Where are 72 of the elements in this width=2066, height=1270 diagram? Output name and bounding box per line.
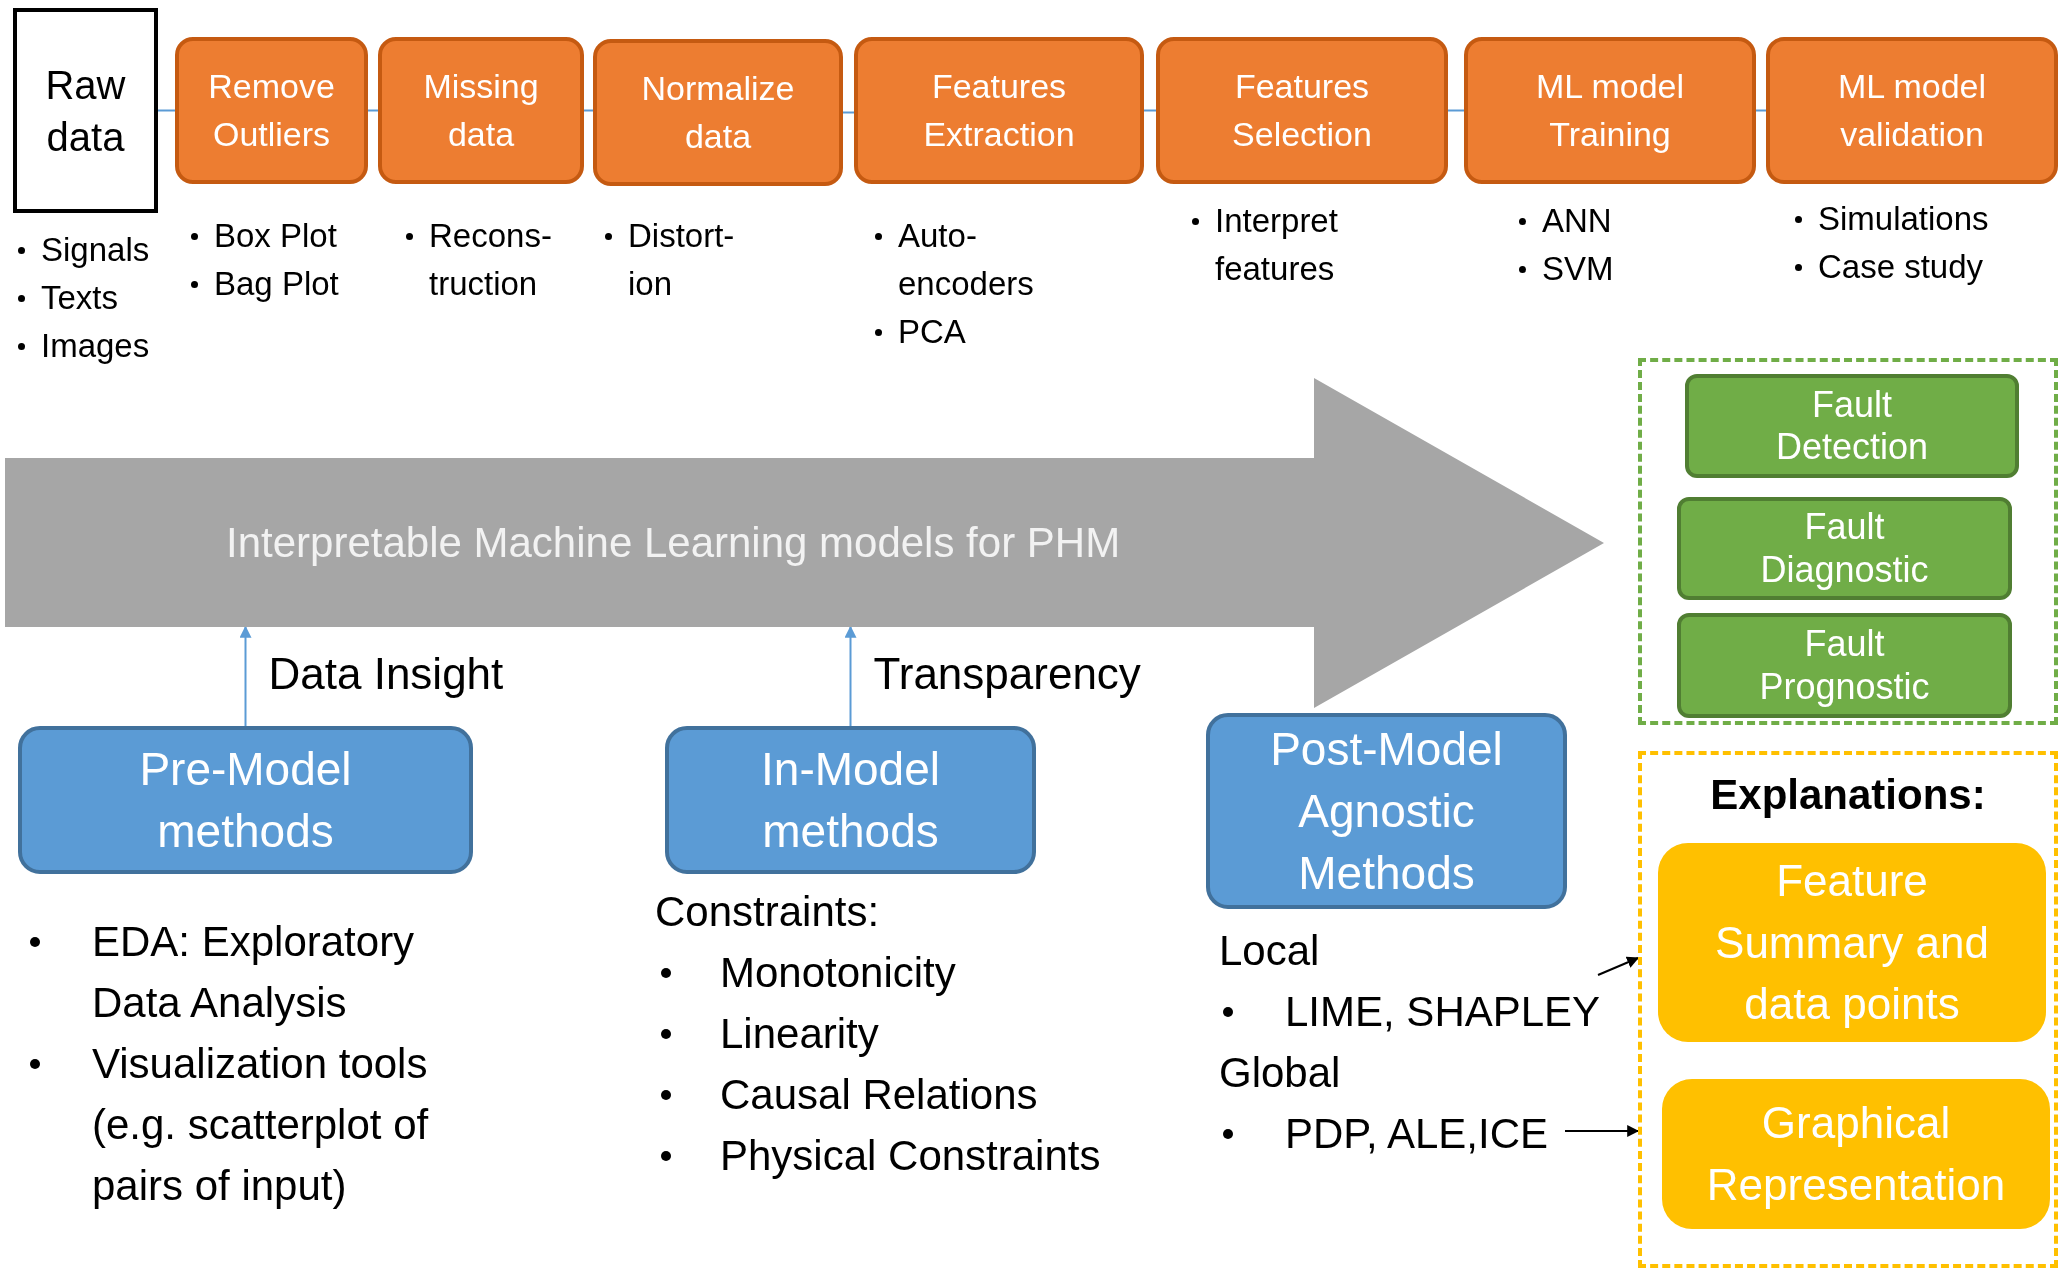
connector-line: [1447, 109, 1465, 112]
box-label: ML model validation: [1837, 65, 1987, 155]
list-item-text: Signals: [41, 230, 150, 270]
list-item-text: Linearity: [720, 1009, 879, 1059]
list-heading: Global: [1219, 1048, 1341, 1098]
process-box: [854, 37, 1144, 184]
box-label: Missing data: [422, 65, 540, 155]
connector-line: [842, 111, 855, 114]
connector-line: [157, 109, 176, 112]
group-heading: Explanations:: [1710, 770, 1986, 820]
box-label: Feature Summary and data points: [1714, 855, 1990, 1031]
arrow: [844, 625, 857, 727]
list-item-text: Box Plot: [214, 216, 337, 256]
list-item-text: PDP, ALE,ICE: [1285, 1109, 1549, 1159]
list-item-text: Physical Constraints: [720, 1131, 1101, 1181]
outcome-box: [1677, 613, 2012, 718]
list-item-text: Simulations: [1818, 199, 1989, 239]
list-item-text: PCA: [898, 312, 966, 352]
list-item-text: Bag Plot: [214, 264, 339, 304]
list-item-text: SVM: [1542, 249, 1614, 289]
method-box: [1206, 713, 1567, 909]
box-label: Fault Detection: [1774, 383, 1930, 469]
list-heading: Constraints:: [655, 887, 880, 937]
arrow: [1597, 956, 1640, 976]
box-label: Raw data: [44, 61, 127, 161]
box-label: Pre-Model methods: [138, 741, 353, 859]
list-item-text: LIME, SHAPLEY: [1285, 987, 1601, 1037]
banner-text: Interpretable Machine Learning models for PHM: [226, 518, 1121, 568]
box-label: Fault Prognostic: [1758, 623, 1931, 708]
connector-line: [1755, 109, 1767, 112]
list-item-text: Visualization tools (e.g. scatterplot of pairs of input): [92, 1039, 430, 1211]
list-item-text: EDA: Exploratory Data Analysis: [92, 917, 416, 1028]
process-box: [1766, 37, 2058, 184]
list-item-text: Texts: [41, 278, 119, 318]
outcome-box: [1677, 497, 2012, 600]
list-item-text: Interpret features: [1215, 201, 1339, 289]
process-box: [175, 37, 368, 184]
connector-line: [583, 109, 594, 112]
arrow: [239, 625, 252, 727]
list-item-text: Distort- ion: [628, 216, 736, 304]
process-box: [1464, 37, 1756, 184]
box-label: In-Model methods: [760, 741, 941, 859]
list-item-text: Images: [41, 326, 150, 366]
dashed-group-box: [1638, 751, 2058, 1268]
list-item-text: Recons- truction: [429, 216, 553, 304]
list-item-text: ANN: [1542, 201, 1612, 241]
box-label: Post-Model Agnostic Methods: [1269, 721, 1504, 902]
method-box: [665, 726, 1036, 874]
box-label: Features Selection: [1231, 65, 1373, 155]
dashed-group-box: [1638, 358, 2058, 725]
process-box: [1156, 37, 1448, 184]
box-label: Remove Outliers: [208, 65, 335, 155]
process-box: [593, 39, 843, 186]
box-label: ML model Training: [1535, 65, 1685, 155]
box-label: Features Extraction: [922, 65, 1076, 155]
box-label: Fault Diagnostic: [1759, 506, 1930, 591]
outcome-box: [1685, 374, 2019, 478]
box-label: Graphical Representation: [1706, 1097, 2006, 1211]
connector-line: [367, 109, 379, 112]
connector-line: [1143, 109, 1157, 112]
list-item-text: Case study: [1818, 247, 1984, 287]
list-heading: Local: [1219, 926, 1320, 976]
explanation-box: [1662, 1079, 2050, 1229]
explanation-box: [1658, 843, 2046, 1042]
list-item-text: Monotonicity: [720, 948, 956, 998]
list-item-text: Causal Relations: [720, 1070, 1038, 1120]
method-box: [18, 726, 473, 874]
list-item-text: Auto- encoders: [898, 216, 1035, 304]
box-label: Normalize data: [640, 67, 796, 157]
process-box: [378, 37, 584, 184]
arrow: [1564, 1125, 1640, 1137]
data-box: [13, 8, 158, 213]
